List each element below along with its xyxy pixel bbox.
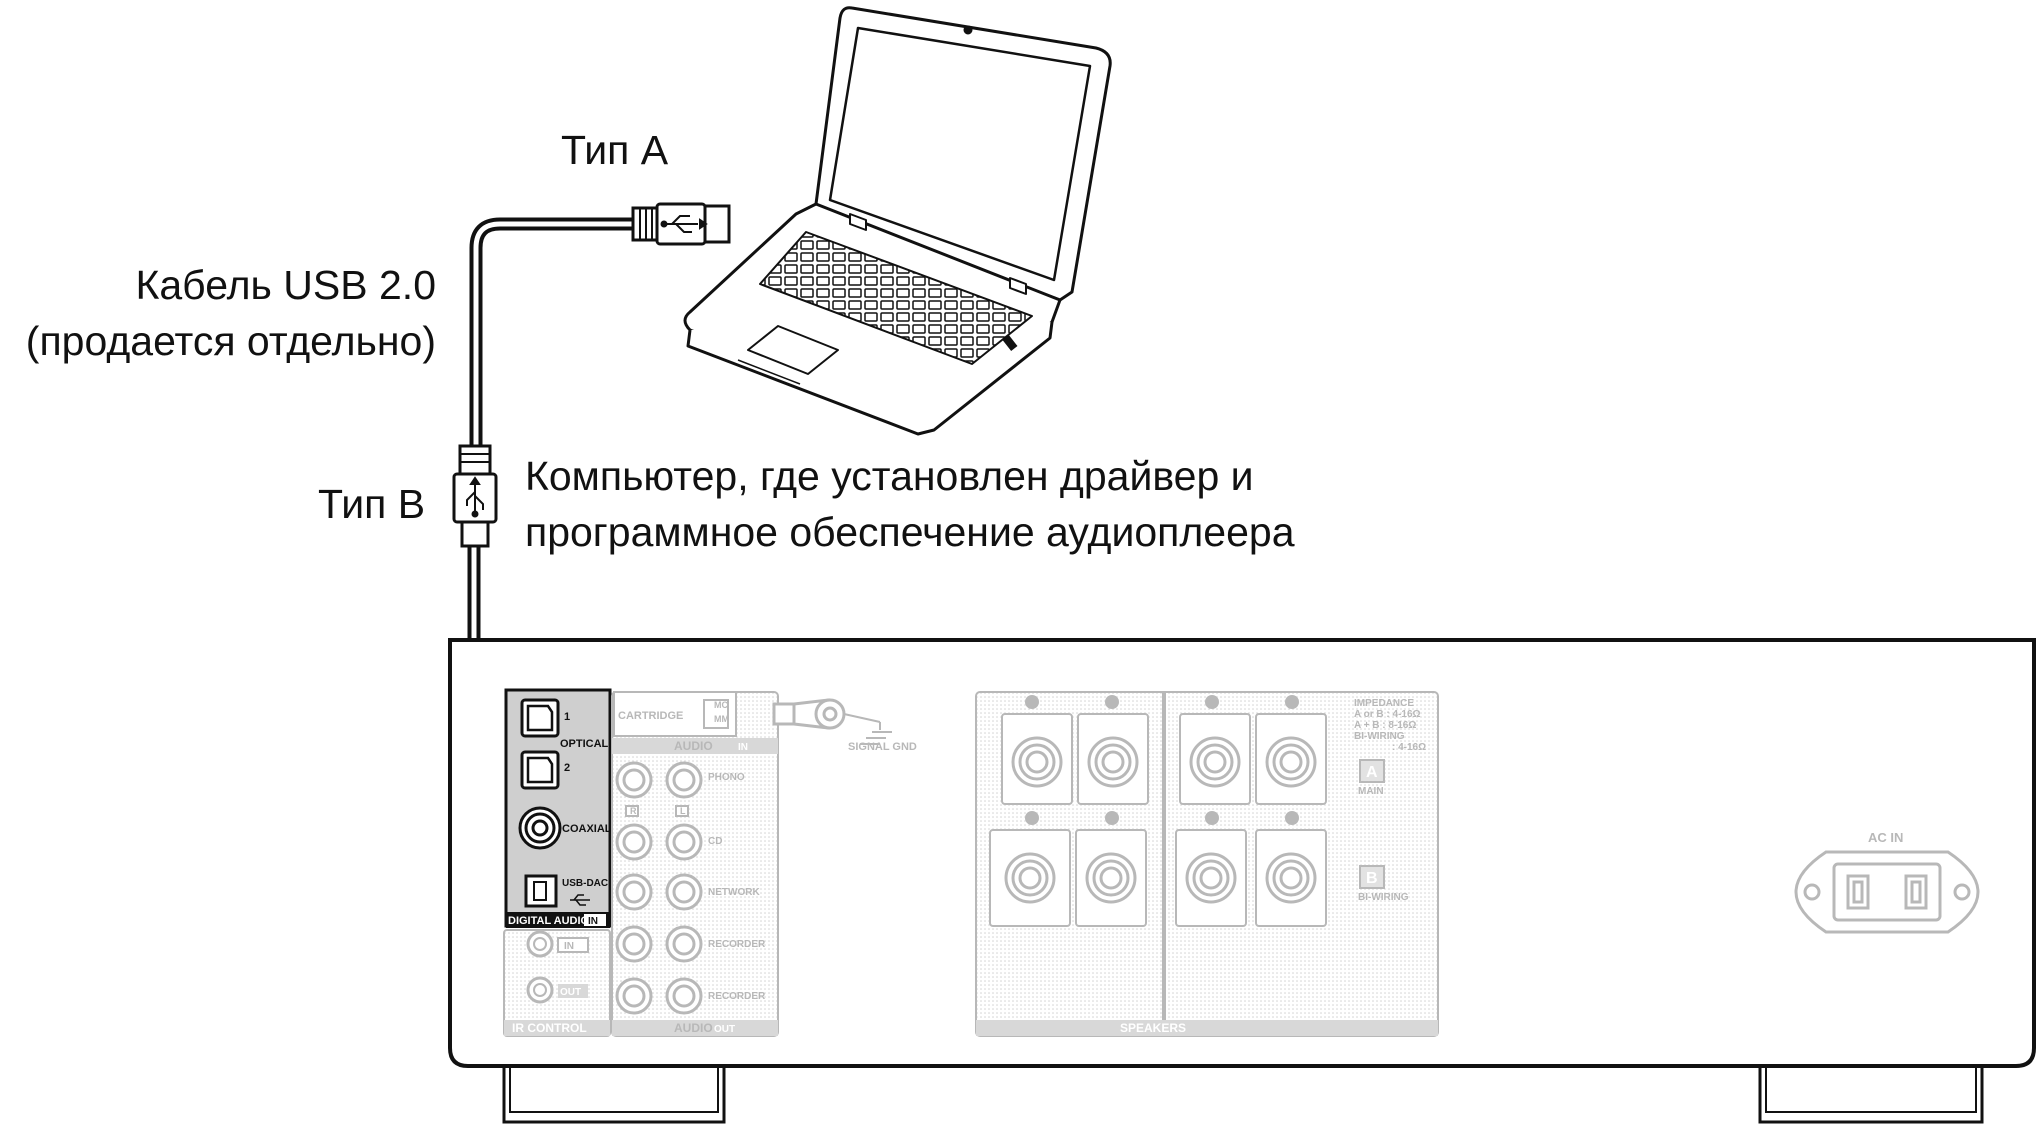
mm-label: MM [714,714,729,724]
impedance-line-3: A + B : 8-16Ω [1354,720,1416,731]
digital-audio-in-label: IN [588,916,598,927]
ac-in-label: AC IN [1868,830,1903,845]
a-label: A [1366,764,1378,781]
b-label: B [1366,870,1378,887]
signal-gnd-label: SIGNAL GND [848,741,917,753]
phono-label: PHONO [708,772,745,783]
audio-in-suffix: IN [738,742,748,753]
optical-1-label: 1 [564,711,570,723]
usb-symbol-icon [466,476,484,518]
cartridge-label: CARTRIDGE [618,710,683,722]
impedance-line-2: A or B : 4-16Ω [1354,709,1421,720]
coaxial-port [518,806,562,850]
audio-out-suffix: OUT [714,1024,735,1035]
ir-out-label: OUT [560,987,581,998]
usb-symbol-icon [570,894,590,906]
impedance-line-1: IMPEDANCE [1354,698,1414,709]
rca-jacks [615,761,703,1015]
speakers-label: SPEAKERS [1120,1021,1186,1035]
optical-label: OPTICAL [560,738,609,750]
main-label: MAIN [1358,786,1384,797]
analog-audio-section [611,691,779,1037]
amplifier-right-foot [1758,1068,1984,1124]
r-label: R [630,806,637,816]
impedance-line-4: BI-WIRING [1354,731,1405,742]
ir-control-label: IR CONTROL [512,1021,587,1035]
optical-2-label: 2 [564,762,570,774]
type-b-label: Тип B [318,481,426,527]
laptop-computer [683,6,1112,436]
usb-cable-label: Кабель USB 2.0 (продается отдельно) [26,257,436,369]
laptop-touchpad [747,325,839,375]
optical-2-port [520,750,560,790]
computer-label-line-1: Компьютер, где установлен драйвер и [525,453,1254,499]
speakers-section [975,691,1439,1037]
amplifier-rear-panel: 1 OPTICAL 2 COAXIAL USB-DAC DIGITAL AUDI… [448,638,2036,1124]
ir-control-section [503,929,611,1037]
impedance-line-5: : 4-16Ω [1392,742,1426,753]
type-a-label: Тип A [561,127,669,173]
usb-type-a-connector [631,202,731,246]
ac-in-socket [1794,850,1980,934]
laptop-screen [828,26,1092,282]
signal-gnd-terminal [772,698,892,745]
amplifier-left-foot [502,1068,726,1124]
laptop-keyboard [759,231,1033,365]
analog-labels: CARTRIDGE MC MM AUDIO IN PHONO R L CD NE… [618,700,766,1035]
mc-label: MC [714,700,728,710]
bi-wiring-label: BI-WIRING [1358,892,1409,903]
usb-dac-label: USB-DAC [562,878,608,889]
usb-dac-port [524,874,558,908]
network-label: NETWORK [708,887,760,898]
computer-label: Компьютер, где установлен драйвер и прог… [525,448,1295,560]
digital-audio-label: DIGITAL AUDIO [508,915,590,927]
recorder-out-label: RECORDER [708,991,766,1002]
cd-label: CD [708,836,722,847]
optical-1-port [520,698,560,738]
usb-type-b-connector [452,444,498,548]
digital-audio-in-section [504,688,612,928]
usb-cable-label-line-1: Кабель USB 2.0 [135,262,436,308]
audio-in-label: AUDIO [674,739,713,753]
l-label: L [680,806,686,816]
ir-in-label: IN [564,941,574,952]
computer-label-line-2: программное обеспечение аудиоплеера [525,509,1295,555]
recorder-label: RECORDER [708,939,766,950]
usb-symbol-icon [660,215,708,233]
audio-out-label: AUDIO [674,1021,713,1035]
usb-cable-label-line-2: (продается отдельно) [25,318,436,364]
coaxial-label: COAXIAL [562,823,612,835]
